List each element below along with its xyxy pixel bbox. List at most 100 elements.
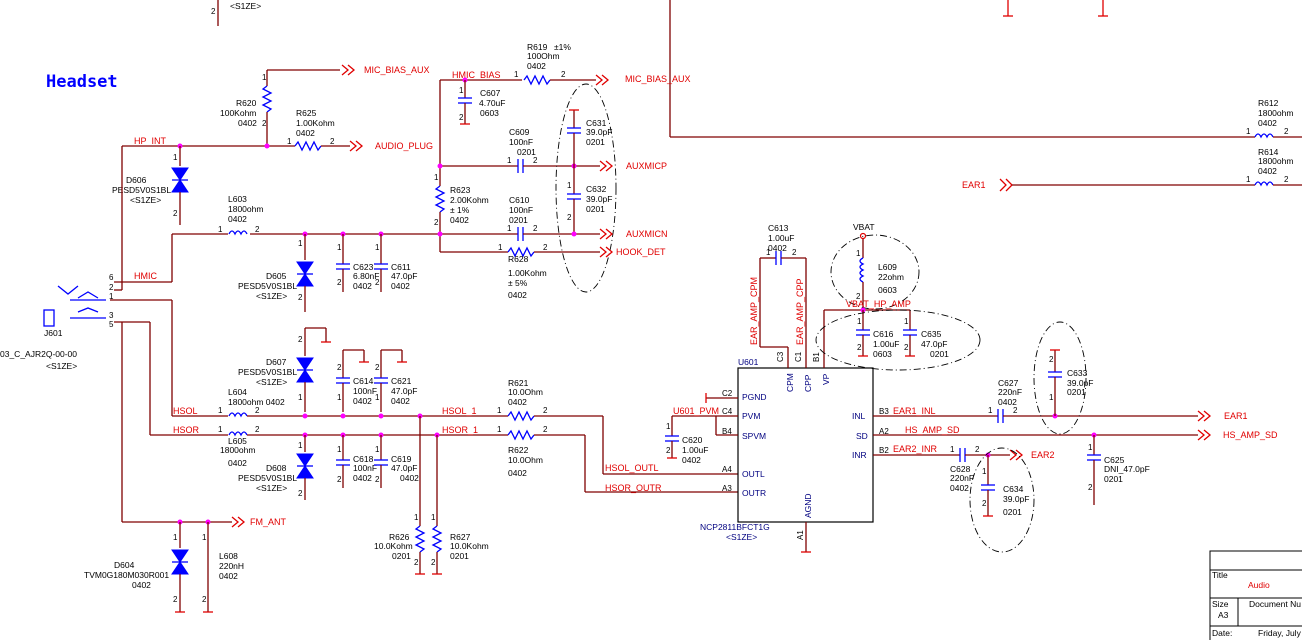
u601-part: NCP2811BFCT1G	[700, 522, 770, 532]
net-ear-amp-cpp: EAR_AMP_CPP	[795, 278, 805, 345]
j601-jack-body	[43, 309, 55, 327]
net-hsol-outl: HSOL_OUTL	[605, 463, 659, 473]
net-audio-plug: AUDIO_PLUG	[375, 141, 433, 151]
r626-resistor	[414, 525, 426, 553]
u601-num-b3: B3	[879, 407, 889, 416]
c631-ref: C631	[586, 118, 607, 128]
u601-pin-inr: INR	[852, 450, 867, 460]
d608-ref: D608	[266, 463, 287, 473]
r628-resistor	[507, 246, 535, 258]
net-vbat: VBAT	[853, 222, 875, 232]
auxmicp-connector	[599, 160, 614, 172]
r623-tol: ± 1%	[450, 205, 470, 215]
r620-package: 0402	[238, 118, 257, 128]
l604-ref: L604	[228, 387, 247, 397]
r627-value: 10.0Kohm	[450, 541, 489, 551]
r620-resistor	[261, 85, 273, 113]
u601-pin-outl: OUTL	[742, 469, 765, 479]
l603-inductor	[228, 230, 248, 236]
mic-bias-aux-right-connector	[595, 74, 610, 86]
r628-ref: R628	[508, 254, 529, 264]
d606-pin2: 2	[173, 209, 178, 218]
c611-pin1: 1	[375, 243, 380, 252]
r628-value: 1.00Kohm	[508, 268, 547, 278]
c623-value: 6.80nF	[353, 271, 379, 281]
r614-pin1: 1	[1246, 175, 1251, 184]
l605-pin1: 1	[218, 425, 223, 434]
junction	[264, 143, 270, 149]
junction	[437, 231, 443, 237]
c613-package: 0402	[768, 243, 787, 253]
d605-pin1: 1	[298, 239, 303, 248]
c633-ref: C633	[1067, 368, 1088, 378]
l609-value: 22ohm	[878, 272, 904, 282]
fm-ant-connector	[231, 516, 246, 528]
net-u601-pvm: U601_PVM	[673, 406, 719, 416]
c611-package: 0402	[391, 281, 410, 291]
c616-ref: C616	[873, 329, 894, 339]
r627-resistor	[431, 525, 443, 553]
net-hsol: HSOL	[173, 406, 198, 416]
j601-pin3: 3	[109, 311, 114, 320]
net-hmic-bias: HMIC_BIAS	[452, 70, 501, 80]
c635-ref: C635	[921, 329, 942, 339]
d607-ref: D607	[266, 357, 287, 367]
c619-pin1: 1	[375, 445, 380, 454]
net-ear1-inl: EAR1_INL	[893, 406, 936, 416]
d604-pin2: 2	[173, 595, 178, 604]
c614-pin1: 1	[337, 393, 342, 402]
r621-pin2: 2	[543, 406, 548, 415]
u601-pin-agnd: AGND	[803, 493, 813, 518]
c621-pin1: 1	[375, 393, 380, 402]
c634-package: 0201	[1003, 507, 1022, 517]
r627-ref: R627	[450, 532, 471, 542]
net-ear1-right: EAR1	[962, 180, 986, 190]
u601-pin-pgnd: PGND	[742, 392, 767, 402]
d605-pin2: 2	[298, 293, 303, 302]
c635-value: 47.0pF	[921, 339, 947, 349]
l603-value: 1800ohm	[228, 204, 263, 214]
audio-plug-connector	[349, 140, 364, 152]
r621-package: 0402	[508, 397, 527, 407]
r622-package: 0402	[508, 468, 527, 478]
r619-pin2: 2	[561, 70, 566, 79]
u601-num-a2: A2	[879, 427, 889, 436]
c625-pin1: 1	[1088, 443, 1093, 452]
r626-pin1: 1	[414, 513, 419, 522]
r626-value: 10.0Kohm	[374, 541, 413, 551]
c628-pin1: 1	[950, 445, 955, 454]
r620-pin1: 1	[262, 73, 267, 82]
c619-pin2: 2	[375, 475, 380, 484]
u601-size: <S1ZE>	[726, 532, 757, 542]
d605-part: PESD5V0S1BL	[238, 281, 297, 291]
d607-part: PESD5V0S1BL	[238, 367, 297, 377]
net-hsol-1: HSOL_1	[442, 406, 477, 416]
net-hsor: HSOR	[173, 425, 200, 435]
r614-ref: R614	[1258, 147, 1279, 157]
size-value: A3	[1218, 610, 1229, 620]
c625-pin2: 2	[1088, 483, 1093, 492]
c632-package: 0201	[586, 204, 605, 214]
c616-pin1: 1	[857, 317, 862, 326]
c618-package: 0402	[353, 473, 372, 483]
c621-pin2: 2	[375, 363, 380, 372]
c623-pin2: 2	[337, 278, 342, 287]
r623-package: 0402	[450, 215, 469, 225]
annotation-ellipse	[1033, 321, 1087, 435]
d604-part: TVM0G180M030R001	[84, 570, 169, 580]
c621-package: 0402	[391, 396, 410, 406]
ear2-connector	[1009, 449, 1024, 461]
l609-ref: L609	[878, 262, 897, 272]
title-value: Audio	[1248, 580, 1270, 590]
d606-size: <S1ZE>	[130, 195, 161, 205]
r625-ref: R625	[296, 108, 317, 118]
l609-pin2: 2	[856, 292, 861, 301]
r621-pin1: 1	[497, 406, 502, 415]
r626-ref: R626	[389, 532, 410, 542]
c620-ref: C620	[682, 435, 703, 445]
auxmicn-connector	[599, 228, 614, 240]
c625-package: 0201	[1104, 474, 1123, 484]
c634-value: 39.0pF	[1003, 494, 1029, 504]
net-ear1: EAR1	[1224, 411, 1248, 421]
r619-resistor	[523, 74, 551, 86]
